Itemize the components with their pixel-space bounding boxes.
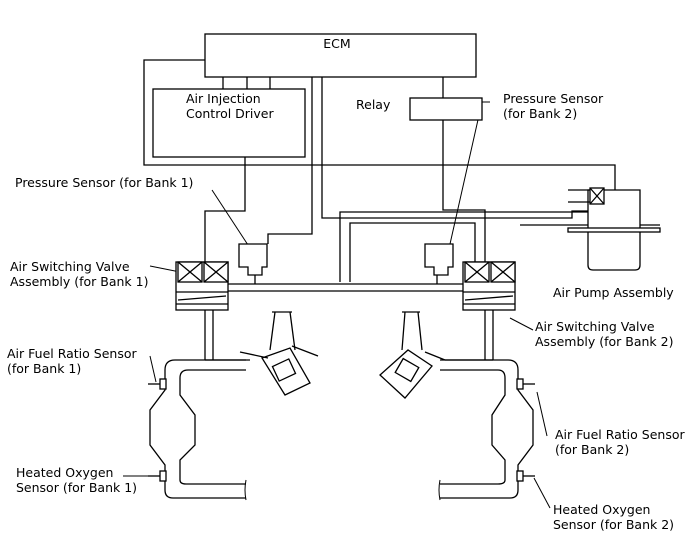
pressure-sensor-bank2 [424,243,454,276]
ho2-bank1-label-line2: Sensor (for Bank 1) [16,480,137,495]
pressure-sensor-bank1-label: Pressure Sensor (for Bank 1) [15,175,193,190]
afr-bank2-label-line1: Air Fuel Ratio Sensor [555,427,685,442]
heated-oxygen-sensor-bank2 [516,470,535,482]
air-switching-valve-bank2 [462,261,516,311]
driver-label-line1: Air Injection [186,91,261,106]
pressure-sensor-bank2-label-line2: (for Bank 2) [503,106,577,121]
asv-bank2-label-line1: Air Switching Valve [535,319,655,334]
air-pump-label: Air Pump Assembly [553,285,674,300]
bank2-air-pipe [445,310,494,361]
exhaust-pipe-bank1 [149,359,247,501]
relay: Relay [356,97,483,121]
ecm-label: ECM [323,36,350,51]
ho2-bank2-label-line2: Sensor (for Bank 2) [553,517,674,532]
component-labels: Pressure Sensor (for Bank 2) Pressure Se… [7,91,685,532]
ho2-bank2-label-line1: Heated Oxygen [553,502,650,517]
engine-cylinder-bank1 [239,311,319,396]
air-pump-assembly [567,187,661,271]
air-fuel-ratio-sensor-bank1 [148,378,167,390]
afr-bank2-label-line2: (for Bank 2) [555,442,629,457]
exhaust-pipe-bank2 [438,359,534,501]
driver-label-line2: Control Driver [186,106,274,121]
relay-label: Relay [356,97,391,112]
pressure-sensor-bank1 [238,243,268,276]
asv-bank1-label-line2: Assembly (for Bank 1) [10,274,148,289]
pressure-sensor-bank2-label-line1: Pressure Sensor [503,91,604,106]
air-switching-valve-bank1 [175,261,229,311]
asv-bank2-label-line2: Assembly (for Bank 2) [535,334,673,349]
engine-cylinder-bank2 [379,311,446,399]
ecm-box: ECM [204,33,477,78]
afr-bank1-label-line1: Air Fuel Ratio Sensor [7,346,137,361]
air-injection-control-driver: Air Injection Control Driver [152,88,306,158]
asv-bank1-label-line1: Air Switching Valve [10,259,130,274]
ho2-bank1-label-line1: Heated Oxygen [16,465,113,480]
afr-bank1-label-line2: (for Bank 1) [7,361,81,376]
air-fuel-ratio-sensor-bank2 [516,378,535,390]
heated-oxygen-sensor-bank1 [148,470,167,482]
